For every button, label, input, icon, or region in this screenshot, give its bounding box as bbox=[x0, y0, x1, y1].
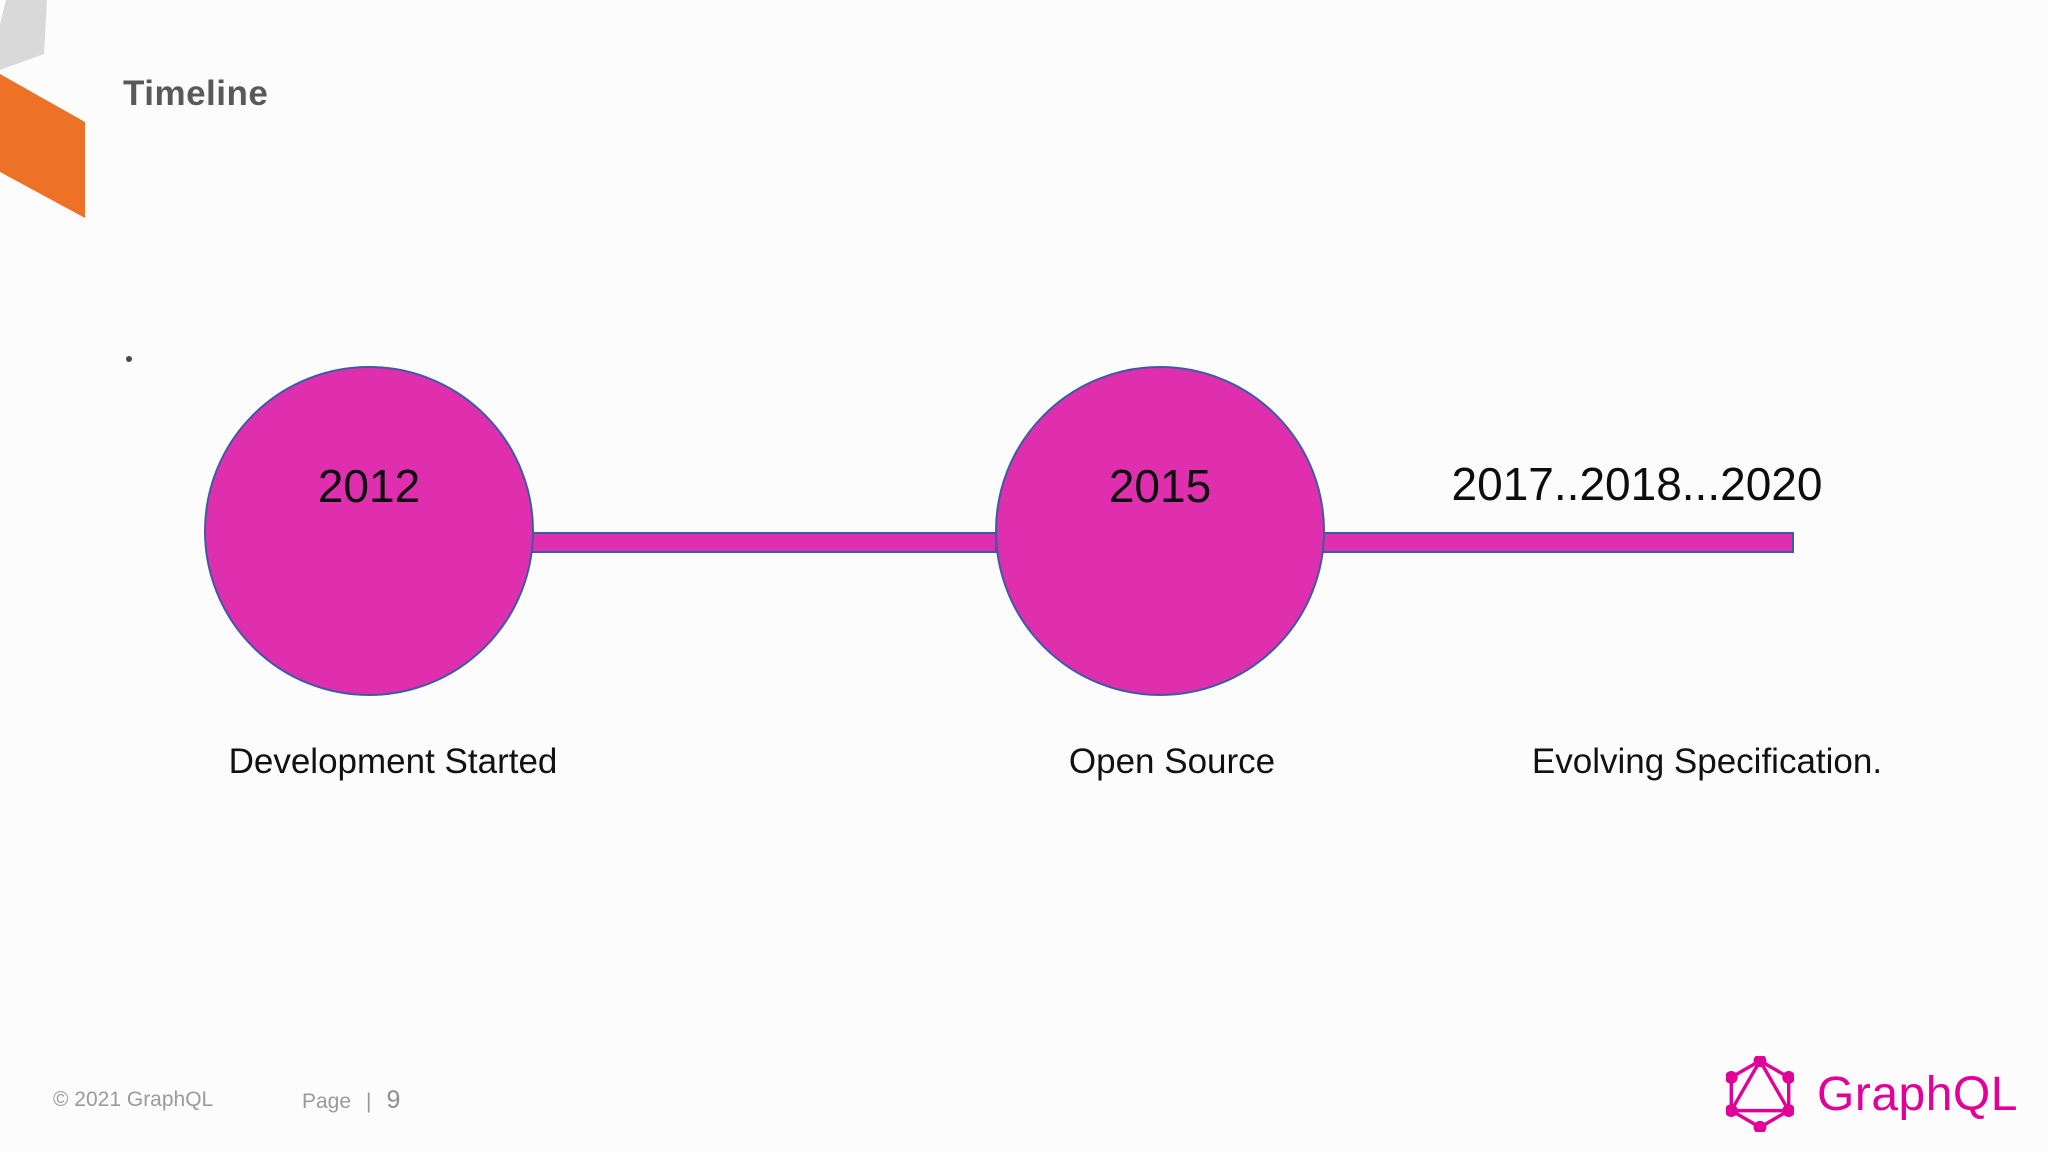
graphql-brand: GraphQL bbox=[1726, 1056, 2018, 1132]
page-number: 9 bbox=[386, 1086, 401, 1114]
corner-ribbon-orange-shape bbox=[0, 74, 85, 218]
page-indicator: Page | 9 bbox=[302, 1086, 400, 1116]
milestone-circle-2012: 2012 bbox=[204, 366, 534, 696]
page-label: Page bbox=[302, 1090, 352, 1113]
milestone-label: Development Started bbox=[228, 742, 558, 781]
bullet-dot bbox=[126, 356, 132, 362]
graphql-logo-icon bbox=[1726, 1056, 1794, 1132]
milestone-label: Evolving Specification. bbox=[1531, 742, 1883, 781]
corner-ribbon-decoration bbox=[0, 0, 85, 218]
milestone-year-text: 2015 bbox=[1108, 460, 1212, 512]
corner-ribbon-gray-shape bbox=[0, 0, 47, 70]
milestone-circle-2015: 2015 bbox=[995, 366, 1325, 696]
slide-title: Timeline bbox=[123, 74, 269, 113]
timeline-connector-bar-2 bbox=[1322, 532, 1794, 553]
milestone-label: Open Source bbox=[1068, 742, 1276, 781]
page-separator: | bbox=[366, 1090, 372, 1113]
timeline-connector-bar-1 bbox=[529, 532, 997, 553]
graphql-logo-text: GraphQL bbox=[1817, 1067, 2018, 1121]
milestone-year-text: 2012 bbox=[317, 460, 421, 512]
milestone-years-range-text: 2017..2018...2020 bbox=[1451, 458, 1823, 510]
copyright-text: © 2021 GraphQL bbox=[53, 1088, 214, 1111]
